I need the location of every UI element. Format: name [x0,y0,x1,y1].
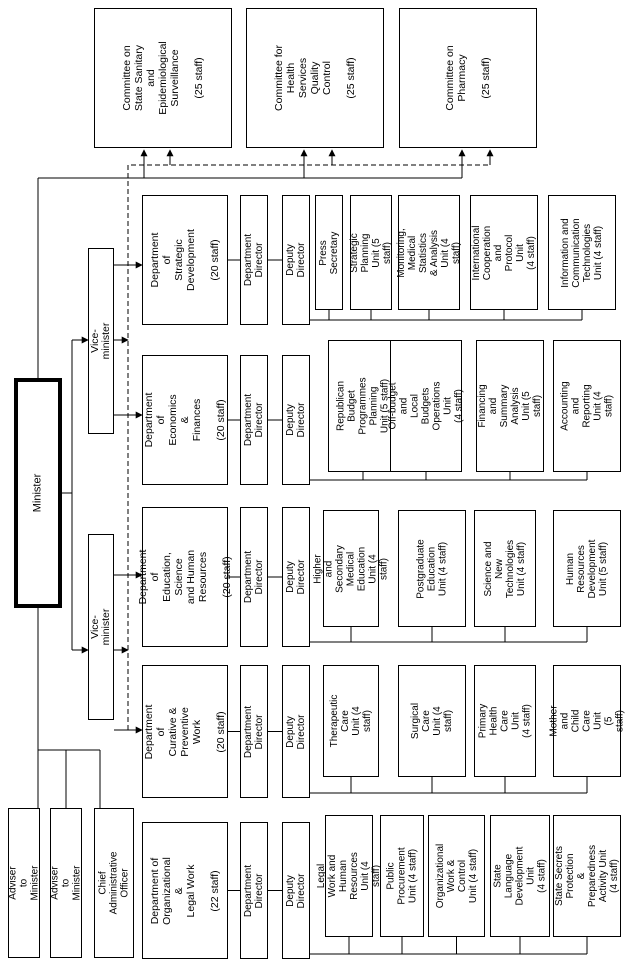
unit-box: Strategic Planning Unit (5 staff) [349,195,393,310]
minister-label: Minister [31,473,44,513]
vice-minister-box: Vice-minister [88,248,114,434]
unit-box: Therapeutic Care Unit (4 staff) [323,665,379,777]
committee-box: Committee on State Sanitary and Epidemio… [94,8,232,148]
adviser-label: Adviser to Minister [49,865,83,901]
committee-box: Committee for Health Services Quality Co… [246,8,384,148]
unit-label: Republican Budget Programmes Planning Un… [335,377,391,435]
unit-box: Information and Communication Technologi… [548,195,616,310]
unit-label: Human Resources Development Unit (5 staf… [565,539,609,598]
director-label: Department Director [243,393,265,447]
chief-officer-box: Chief Administrative Officer [94,808,134,958]
unit-box: Accounting and Reporting Unit (4 staff) [553,340,621,472]
committee-label: Committee on State Sanitary and Epidemio… [121,41,205,115]
deputy-box: Deputy Director [282,507,310,647]
deputy-box: Deputy Director [282,355,310,485]
department-box: Department of Economics & Finances (20 s… [142,355,228,485]
unit-label: Surgical Care Unit (4 staff) [410,702,454,740]
unit-label: Information and Communication Technologi… [560,217,604,288]
unit-label: Strategic Planning Unit (5 staff) [349,232,393,273]
unit-box: Higher and Secondary Medical Education U… [313,510,390,627]
director-box: Department Director [240,665,268,798]
unit-box: International Cooperation and Protocol U… [470,195,538,310]
vice-minister-label: Vice-minister [89,608,112,646]
unit-label: Postgraduate Education Unit (4 staff) [415,538,449,599]
deputy-box: Deputy Director [282,822,310,959]
vice-minister-box: Vice-minister [88,534,114,720]
unit-box: Postgraduate Education Unit (4 staff) [398,510,466,627]
unit-label: Press Secretary [318,231,340,274]
department-box: Department of Strategic Development (20 … [142,195,228,325]
director-label: Department Director [243,233,265,287]
adviser-box: Adviser to Minister [7,808,41,958]
unit-box: Human Resources Development Unit (5 staf… [553,510,621,627]
unit-box: Mother and Child Care Unit (5 staff) [549,665,626,777]
department-label: Department of Organizational & Legal Wor… [149,856,221,925]
adviser-label: Adviser to Minister [7,865,41,901]
department-label: Department of Strategic Development (20 … [149,229,221,291]
deputy-box: Deputy Director [282,195,310,325]
unit-label: International Cooperation and Protocol U… [471,224,537,281]
unit-label: Therapeutic Care Unit (4 staff) [329,694,373,748]
committee-label: Committee on Pharmacy (25 staff) [444,45,492,111]
director-box: Department Director [240,195,268,325]
unit-label: Higher and Secondary Medical Education U… [312,544,390,593]
unit-label: Accounting and Reporting Unit (4 staff) [559,381,615,431]
vice-minister-label: Vice-minister [89,322,112,360]
unit-box: Surgical Care Unit (4 staff) [398,665,466,777]
unit-box: Primary Health Care Unit (4 staff) [474,665,536,777]
unit-label: Financing and Summary Analysis Unit (5 s… [477,384,543,428]
unit-label: Organizational Work & Control Unit (4 st… [434,843,479,909]
unit-label: Primary Health Care Unit (4 staff) [477,703,533,739]
unit-box: Financing and Summary Analysis Unit (5 s… [476,340,544,472]
deputy-label: Deputy Director [285,713,307,749]
unit-box: Monitoring, Medical Statistics & Analysi… [396,195,462,310]
unit-label: Science and New Technologies Unit (4 sta… [483,539,527,598]
department-label: Department of Economics & Finances (20 s… [143,392,227,448]
adviser-label: Chief Administrative Officer [97,851,131,915]
deputy-label: Deputy Director [285,559,307,595]
unit-box: State Secrets Protection & Preparedness … [553,815,621,937]
unit-label: Public Procurement Unit (4 staff) [385,847,419,905]
unit-label: Monitoring, Medical Statistics & Analysi… [396,227,462,278]
unit-label: Mother and Child Care Unit (5 staff) [548,705,626,737]
director-box: Department Director [240,507,268,647]
department-box: Department of Organizational & Legal Wor… [142,822,228,959]
unit-box: Off-budget and Local Budgets Operations … [387,340,465,472]
department-label: Department of Education, Science and Hum… [137,549,233,605]
director-label: Department Director [243,864,265,917]
unit-box: Public Procurement Unit (4 staff) [380,815,424,937]
department-box: Department of Curative & Preventive Work… [142,665,228,798]
deputy-label: Deputy Director [285,872,307,908]
committee-box: Committee on Pharmacy (25 staff) [399,8,537,148]
deputy-label: Deputy Director [285,242,307,278]
department-box: Department of Education, Science and Hum… [137,507,233,647]
unit-box: Press Secretary [315,195,343,310]
director-box: Department Director [240,355,268,485]
unit-label: Off-budget and Local Budgets Operations … [387,381,465,431]
unit-box: Organizational Work & Control Unit (4 st… [428,815,485,937]
director-label: Department Director [243,705,265,758]
unit-label: State Secrets Protection & Preparedness … [554,844,620,908]
director-label: Department Director [243,550,265,604]
deputy-box: Deputy Director [282,665,310,798]
department-label: Department of Curative & Preventive Work… [143,704,227,759]
unit-label: State Language Development Unit (4 staff… [492,846,548,906]
committee-label: Committee for Health Services Quality Co… [273,45,357,111]
dashed-line [127,150,491,730]
adviser-box: Adviser to Minister [49,808,83,958]
unit-box: Science and New Technologies Unit (4 sta… [474,510,536,627]
unit-box: Legal Work and Human Resources Unit (4 s… [316,815,382,937]
unit-label: Legal Work and Human Resources Unit (4 s… [316,852,382,900]
deputy-label: Deputy Director [285,402,307,438]
minister-box: Minister [14,378,62,608]
unit-box: State Language Development Unit (4 staff… [490,815,550,937]
director-box: Department Director [240,822,268,959]
